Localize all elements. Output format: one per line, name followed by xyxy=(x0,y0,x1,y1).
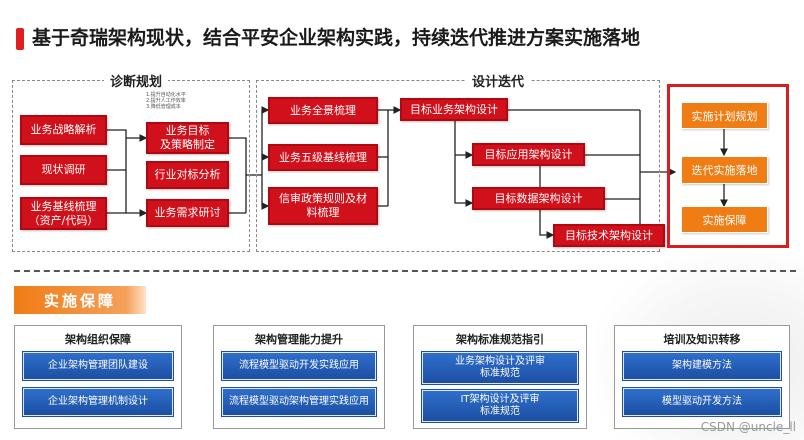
target-business-architecture-box: 目标业务架构设计 xyxy=(400,98,508,121)
design-title: 设计迭代 xyxy=(466,71,531,90)
business-baseline-box: 业务基线梳理 （资产/代码） xyxy=(20,197,107,230)
current-state-survey-box: 现状调研 xyxy=(20,155,107,185)
business-goal-box: 业务目标 及策略制定 xyxy=(146,122,229,154)
implementation-guarantee-box: 实施保障 xyxy=(681,206,768,233)
requirements-discussion-box: 业务需求研讨 xyxy=(146,199,229,227)
design-panel xyxy=(256,80,660,252)
card-item: IT架构设计及评审 标准规范 xyxy=(422,390,578,422)
target-application-architecture-box: 目标应用架构设计 xyxy=(472,143,585,166)
implementation-frame xyxy=(667,84,789,248)
card-item: 模型驱动开发方法 xyxy=(623,388,781,416)
target-data-architecture-box: 目标数据架构设计 xyxy=(472,187,605,210)
business-overview-box: 业务全景梳理 xyxy=(268,97,378,124)
card-title: 培训及知识转移 xyxy=(663,333,741,346)
diagnosis-title: 诊断规划 xyxy=(104,71,169,90)
card-item: 企业架构管理团队建设 xyxy=(23,352,173,380)
card-item: 流程模型驱动架构管理实践应用 xyxy=(222,388,376,416)
guarantee-card-training: 培训及知识转移 架构建模方法 模型驱动开发方法 xyxy=(614,325,790,429)
guarantee-card-organization: 架构组织保障 企业架构管理团队建设 企业架构管理机制设计 xyxy=(14,325,182,429)
card-item: 业务架构设计及评审 标准规范 xyxy=(422,352,578,384)
title-accent-bar xyxy=(16,28,24,50)
card-title: 架构组织保障 xyxy=(65,333,131,346)
card-title: 架构标准规范指引 xyxy=(456,333,544,346)
iterative-implementation-box: 迭代实施落地 xyxy=(681,156,768,184)
goal-note-1: 1.提升自动化水平 xyxy=(146,92,186,98)
card-title: 架构管理能力提升 xyxy=(255,333,343,346)
card-item: 企业架构管理机制设计 xyxy=(23,388,173,416)
watermark: CSDN @uncle_ll xyxy=(700,420,796,434)
card-item: 流程模型驱动开发实践应用 xyxy=(222,352,376,380)
guarantee-section-badge: 实施保障 xyxy=(14,286,146,314)
business-strategy-box: 业务战略解析 xyxy=(20,115,107,145)
guarantee-card-capability: 架构管理能力提升 流程模型驱动开发实践应用 流程模型驱动架构管理实践应用 xyxy=(213,325,385,429)
section-divider xyxy=(14,270,796,272)
implementation-plan-box: 实施计划规划 xyxy=(681,102,768,129)
business-baseline-level5-box: 业务五级基线梳理 xyxy=(268,144,378,171)
industry-benchmark-box: 行业对标分析 xyxy=(146,161,229,189)
target-technical-architecture-box: 目标技术架构设计 xyxy=(553,224,665,247)
goal-note-3: 3.降低管理成本 xyxy=(146,104,181,110)
card-item: 架构建模方法 xyxy=(623,352,781,380)
guarantee-card-standards: 架构标准规范指引 业务架构设计及评审 标准规范 IT架构设计及评审 标准规范 xyxy=(413,325,587,429)
goal-note-2: 2.提升人工作效率 xyxy=(146,98,186,104)
goal-notes: 1.提升自动化水平 2.提升人工作效率 3.降低管理成本 xyxy=(146,92,186,110)
credit-policy-box: 信审政策规则及材 料梳理 xyxy=(268,187,378,225)
page-title: 基于奇瑞架构现状，结合平安企业架构实践，持续迭代推进方案实施落地 xyxy=(32,27,641,49)
